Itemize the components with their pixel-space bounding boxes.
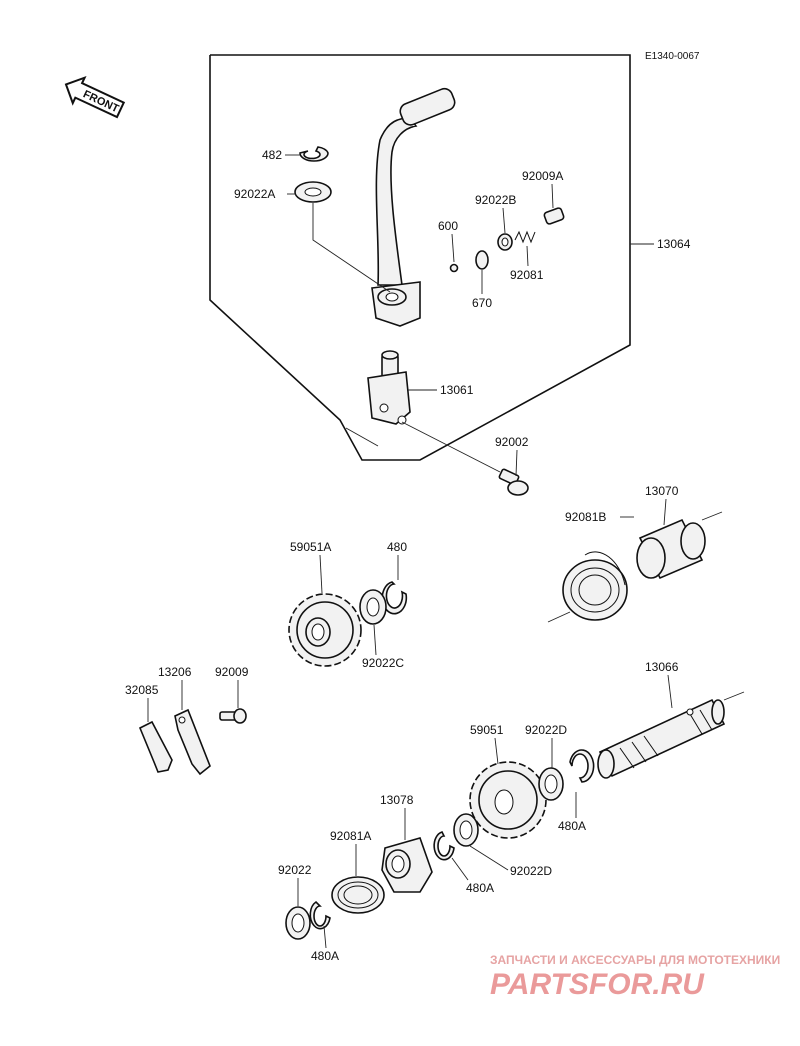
label-92022A: 92022A (234, 187, 275, 201)
label-670: 670 (472, 296, 492, 310)
label-482: 482 (262, 148, 282, 162)
washer-92022C (359, 589, 387, 625)
leader-92081 (526, 245, 529, 267)
label-480A-bottom: 480A (311, 949, 339, 963)
leader-59051A (319, 554, 323, 594)
axis-13061-b (401, 421, 501, 473)
guide-13070 (636, 518, 706, 580)
lever-13206 (174, 708, 211, 776)
label-92081: 92081 (510, 268, 544, 282)
oring-670 (475, 250, 489, 270)
axis-92022A (312, 203, 391, 293)
leader-480A-mid (451, 857, 469, 881)
leader-92022D-lower (469, 845, 509, 871)
leader-13070 (663, 498, 667, 526)
gear-59051A (288, 593, 362, 667)
label-13078: 13078 (380, 793, 414, 807)
screw-92009 (219, 708, 247, 724)
label-13064: 13064 (657, 237, 691, 251)
axis-13070-b (701, 511, 723, 521)
label-92022C: 92022C (362, 656, 404, 670)
leader-92002 (515, 449, 518, 477)
watermark-tagline: ЗАПЧАСТИ И АКСЕССУАРЫ ДЛЯ МОТОТЕХНИКИ (490, 953, 780, 967)
screw-92009A (543, 207, 565, 225)
circlip-480A-right (569, 749, 595, 783)
label-59051A: 59051A (290, 540, 331, 554)
diagram-code: E1340-0067 (645, 51, 700, 62)
label-13066: 13066 (645, 660, 679, 674)
washer-92022A (294, 181, 332, 203)
label-92022B: 92022B (475, 193, 516, 207)
label-13061: 13061 (440, 383, 474, 397)
gear-59051 (469, 761, 547, 839)
axis-13066 (723, 691, 745, 701)
circlip-480A-mid (433, 831, 455, 861)
leader-92022C (373, 624, 377, 656)
spring-92081A (331, 876, 385, 914)
leader-92022B (502, 207, 506, 234)
label-600: 600 (438, 219, 458, 233)
ball-600 (449, 263, 459, 273)
label-92081A: 92081A (330, 829, 371, 843)
leader-480A-bottom (323, 925, 327, 949)
label-92009: 92009 (215, 665, 249, 679)
clip-482 (299, 146, 329, 162)
spring-92081B (562, 551, 628, 621)
leader-59051 (494, 737, 499, 765)
label-92081B: 92081B (565, 510, 606, 524)
label-92022: 92022 (278, 863, 312, 877)
label-92009A: 92009A (522, 169, 563, 183)
pedal-boss-13061 (367, 350, 411, 425)
label-92022D-upper: 92022D (525, 723, 567, 737)
circlip-480A-bottom (309, 900, 331, 930)
washer-92022B (497, 233, 513, 251)
label-480A-right: 480A (558, 819, 586, 833)
leader-600 (451, 233, 455, 263)
label-480: 480 (387, 540, 407, 554)
leader-92009A (551, 183, 554, 209)
bolt-92002 (498, 468, 529, 496)
axis-13070-a (547, 611, 571, 623)
kick-shaft-13066 (597, 698, 726, 779)
label-32085: 32085 (125, 683, 159, 697)
label-92002: 92002 (495, 435, 529, 449)
watermark-brand: PARTSFOR.RU (490, 968, 705, 1001)
spring-92081 (514, 230, 536, 244)
front-arrow-icon: FRONT (64, 75, 126, 119)
label-13206: 13206 (158, 665, 192, 679)
washer-92022D-lower (453, 813, 479, 847)
assembly-frame (209, 54, 631, 461)
plate-32085 (138, 720, 173, 773)
label-92022D-lower: 92022D (510, 864, 552, 878)
label-480A-mid: 480A (466, 881, 494, 895)
washer-92022D-upper (538, 767, 564, 801)
label-13070: 13070 (645, 484, 679, 498)
label-59051: 59051 (470, 723, 504, 737)
kick-pedal-arm (371, 87, 456, 327)
ratchet-13078 (381, 837, 433, 893)
leader-13066 (667, 674, 673, 709)
axis-13061-a (345, 427, 379, 447)
washer-92022 (285, 906, 311, 940)
